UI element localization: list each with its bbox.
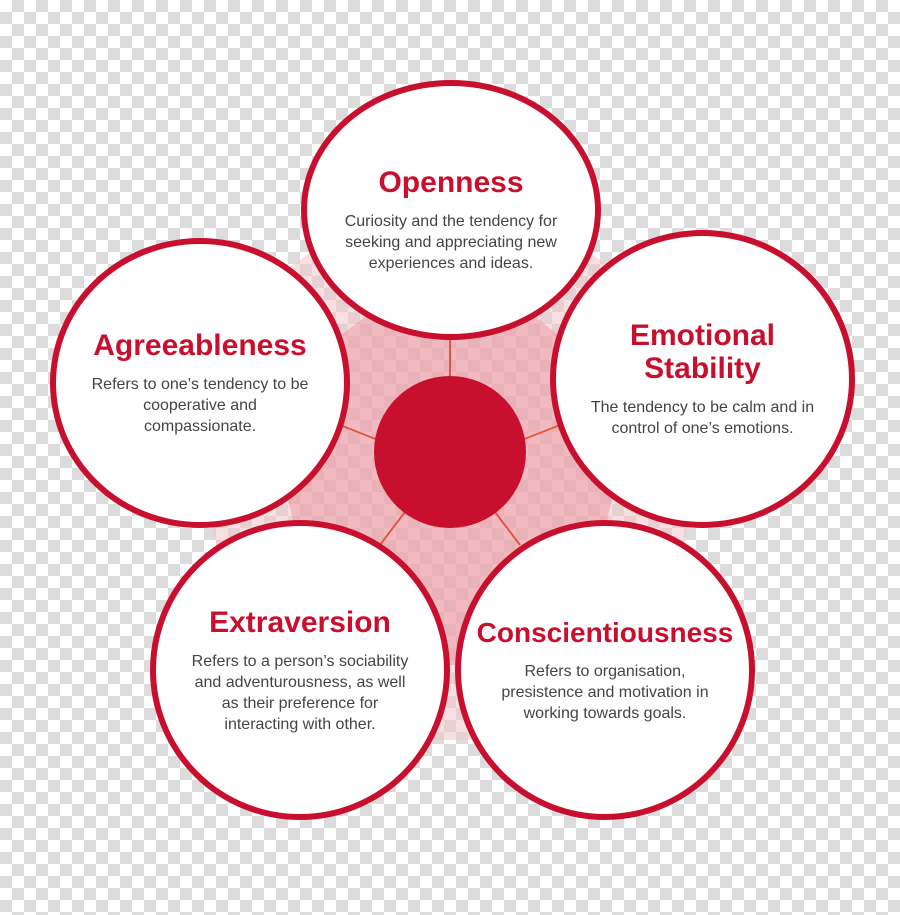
trait-description: Refers to a person’s sociability and adv… xyxy=(191,652,409,733)
connector-agreeableness xyxy=(339,424,379,441)
center-circle xyxy=(374,376,526,528)
trait-description: Curiosity and the tendency for seeking a… xyxy=(344,213,558,272)
trait-title: Conscientiousness xyxy=(476,617,734,648)
connector-emotional-stability xyxy=(521,424,561,441)
trait-description: Refers to organisation, presistence and … xyxy=(501,663,709,722)
trait-description: Refers to one’s tendency to be cooperati… xyxy=(91,376,309,435)
trait-circle-openness: Openness Curiosity and the tendency for … xyxy=(301,80,601,340)
trait-circle-agreeableness: Agreeableness Refers to one’s tendency t… xyxy=(50,238,350,528)
trait-circle-emotional-stability: Emotional Stability The tendency to be c… xyxy=(550,230,855,528)
trait-description: The tendency to be calm and in control o… xyxy=(590,399,815,437)
trait-circle-conscientiousness: Conscientiousness Refers to organisation… xyxy=(455,520,755,820)
connector-conscientiousness xyxy=(494,511,521,546)
trait-title: Openness xyxy=(378,166,524,199)
trait-title: Agreeableness xyxy=(93,329,307,362)
trait-circle-extraversion: Extraversion Refers to a person’s sociab… xyxy=(150,520,450,820)
trait-title: Extraversion xyxy=(209,605,391,639)
trait-title: Emotional Stability xyxy=(629,319,775,385)
